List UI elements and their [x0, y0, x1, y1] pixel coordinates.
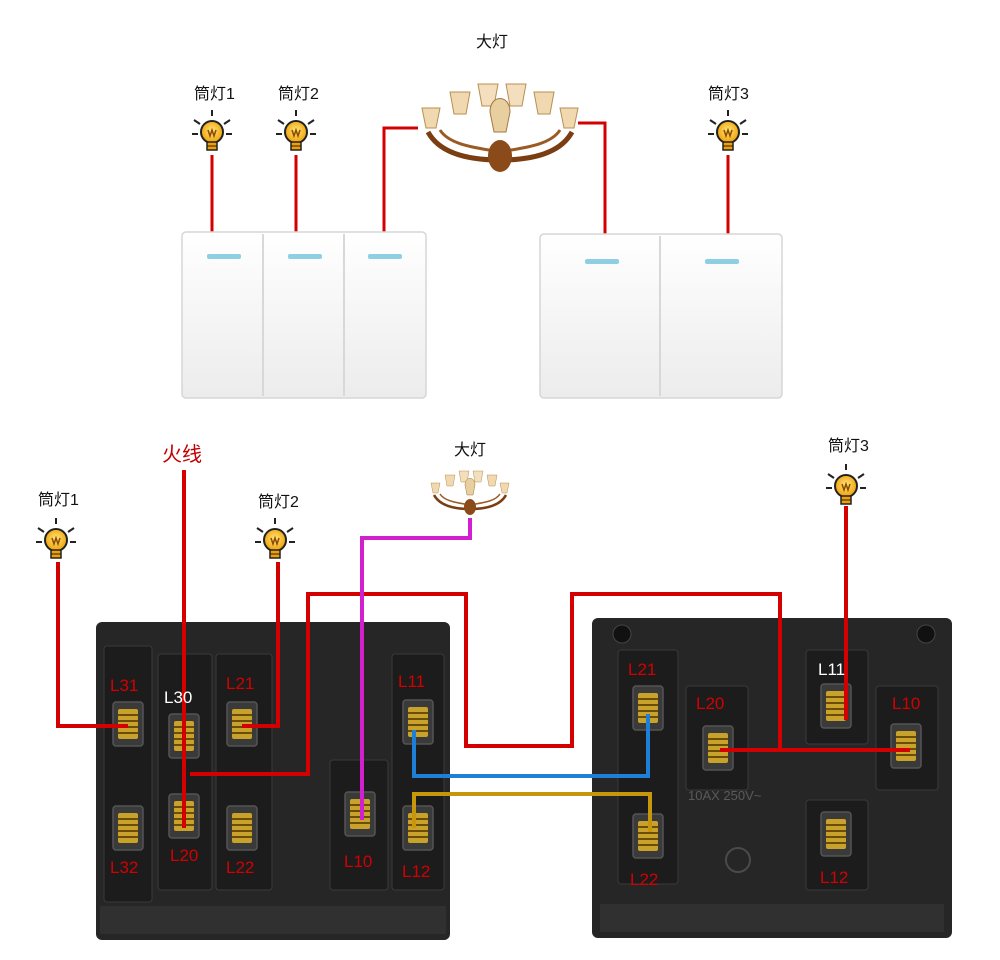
- bottom-lamp1-bulb-icon: [35, 517, 77, 559]
- live-wire-label: 火线: [162, 444, 202, 466]
- left-terminal-l10: L10: [344, 852, 373, 871]
- bottom-chandelier-icon: [429, 469, 511, 517]
- right-terminal-l11: L11: [818, 660, 846, 679]
- lamp1-bulb-icon: [191, 109, 233, 151]
- bottom-lamp3-label: 筒灯3: [828, 438, 869, 455]
- right-terminal-l20: L20: [696, 694, 725, 713]
- left-terminal-l20: L20: [170, 846, 199, 865]
- top-lamp1-label: 筒灯1: [194, 86, 235, 103]
- screw-l22: [226, 805, 258, 851]
- top-lamp3-label: 筒灯3: [708, 86, 749, 103]
- triple-switch-panel: [181, 231, 427, 399]
- screw-l32: [112, 805, 144, 851]
- top-chandelier-label: 大灯: [476, 34, 509, 51]
- right-terminal-l21: L21: [628, 660, 657, 679]
- bottom-wires: [56, 470, 910, 832]
- left-terminal-l21: L21: [226, 674, 255, 693]
- bottom-lamp2-bulb-icon: [254, 517, 296, 559]
- right-terminal-l12: L12: [820, 868, 849, 887]
- left-terminal-l30: L30: [164, 688, 193, 707]
- screw-r-l10: [890, 723, 922, 769]
- left-terminal-l31: L31: [110, 676, 139, 695]
- bottom-lamp1-label: 筒灯1: [38, 492, 79, 509]
- screw-l12: [402, 805, 434, 851]
- right-switch-rating: 10AX 250V~: [688, 788, 762, 803]
- top-lamp2-label: 筒灯2: [278, 86, 319, 103]
- left-terminal-l32: L32: [110, 858, 139, 877]
- double-switch-panel: [539, 233, 783, 399]
- left-switch-body: [96, 622, 450, 940]
- bottom-lamp3-bulb-icon: [825, 463, 867, 505]
- top-section: [181, 84, 783, 399]
- screw-l11: [402, 699, 434, 745]
- bottom-lamp2-label: 筒灯2: [258, 494, 299, 511]
- top-wires: [210, 121, 730, 238]
- left-terminal-l12: L12: [402, 862, 431, 881]
- right-terminal-l22: L22: [630, 870, 659, 889]
- left-terminal-l11: L11: [398, 672, 426, 691]
- left-terminal-l22: L22: [226, 858, 255, 877]
- chandelier-icon: [422, 84, 578, 172]
- bottom-chandelier-label: 大灯: [454, 442, 487, 459]
- right-terminal-l10: L10: [892, 694, 921, 713]
- lamp2-bulb-icon: [275, 109, 317, 151]
- lamp3-bulb-icon: [707, 109, 749, 151]
- screw-r-l12: [820, 811, 852, 857]
